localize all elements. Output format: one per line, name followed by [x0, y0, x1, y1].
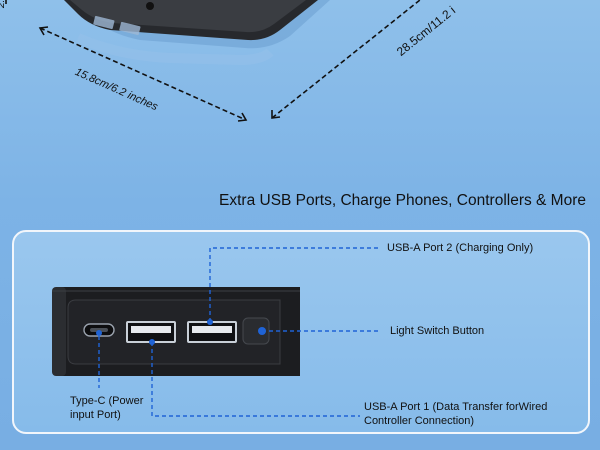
- callout-usb-a-port-1: USB-A Port 1 (Data Transfer forWired Con…: [364, 400, 547, 428]
- front-port: [93, 15, 115, 30]
- callout-light-switch: Light Switch Button: [390, 325, 485, 337]
- callout-usb-a-port-2: USB-A Port 2 (Charging Only): [387, 242, 534, 254]
- dock-top-view-illustration: [5, 0, 421, 122]
- width-dimension-arrow: [38, 26, 248, 122]
- callout-type-c-line2: input Port): [70, 409, 121, 421]
- length-dimension-arrow: [271, 0, 421, 119]
- leader-usb-a-port-1: [151, 342, 360, 417]
- callout-usb-a-port-1-line1: USB-A Port 1 (Data Transfer forWired: [364, 401, 548, 413]
- front-port: [119, 21, 141, 36]
- callout-usb-a-port-1-line2: Controller Connection): [364, 415, 475, 427]
- callout-type-c-line1: Type-C (Power: [70, 395, 144, 407]
- leader-usb-a-port-2: [209, 247, 380, 322]
- section-heading: Extra USB Ports, Charge Phones, Controll…: [219, 192, 586, 209]
- callout-type-c: Type-C (Power input Port): [70, 394, 143, 422]
